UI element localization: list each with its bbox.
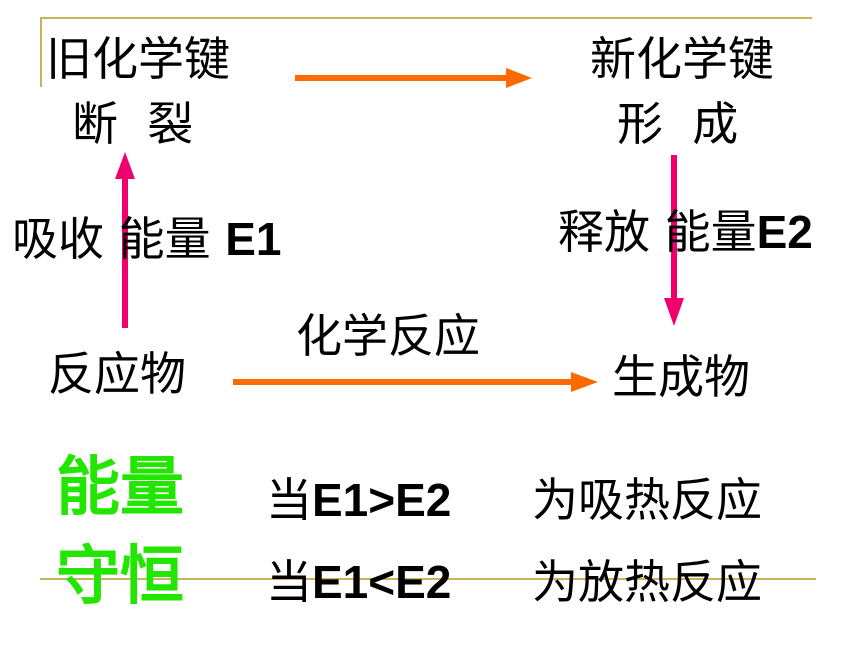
condition-row-endothermic: 当E1>E2 [266, 477, 451, 523]
top-decor-line [40, 17, 812, 19]
release-energy-value: E2 [756, 206, 813, 258]
arrow-up-absorb [115, 152, 135, 328]
new-bond-label: 新化学键 [590, 32, 774, 86]
absorb-energy-text: 吸收 能量 [12, 212, 226, 266]
release-energy-label: 释放 能量E2 [558, 209, 813, 255]
chemical-reaction-label: 化学反应 [296, 309, 480, 363]
condition-prefix: 当 [266, 473, 312, 527]
arrow-old-to-new-bond [295, 68, 532, 88]
bottom-decor-line [40, 578, 816, 580]
absorb-energy-label: 吸收 能量 E1 [12, 216, 282, 262]
release-energy-text: 释放 能量 [558, 205, 757, 259]
reactant-label: 反应物 [48, 347, 186, 401]
condition-expression: E1>E2 [312, 474, 452, 526]
old-bond-break-label: 断 裂 [72, 97, 194, 151]
arrow-reactant-to-product [233, 372, 598, 392]
left-decor-line [40, 17, 42, 87]
condition-prefix: 当 [266, 555, 312, 609]
old-bond-label: 旧化学键 [46, 32, 230, 86]
condition-row-exothermic: 当E1<E2 [266, 559, 451, 605]
energy-conservation-title-1: 能量 [56, 451, 184, 525]
arrow-down-release [664, 155, 684, 326]
new-bond-form-label: 形 成 [617, 97, 739, 151]
result-endothermic: 为吸热反应 [532, 473, 762, 527]
absorb-energy-value: E1 [225, 213, 282, 265]
result-exothermic: 为放热反应 [532, 555, 762, 609]
condition-expression: E1<E2 [312, 556, 452, 608]
energy-conservation-title-2: 守恒 [56, 540, 184, 614]
product-label: 生成物 [612, 350, 750, 404]
